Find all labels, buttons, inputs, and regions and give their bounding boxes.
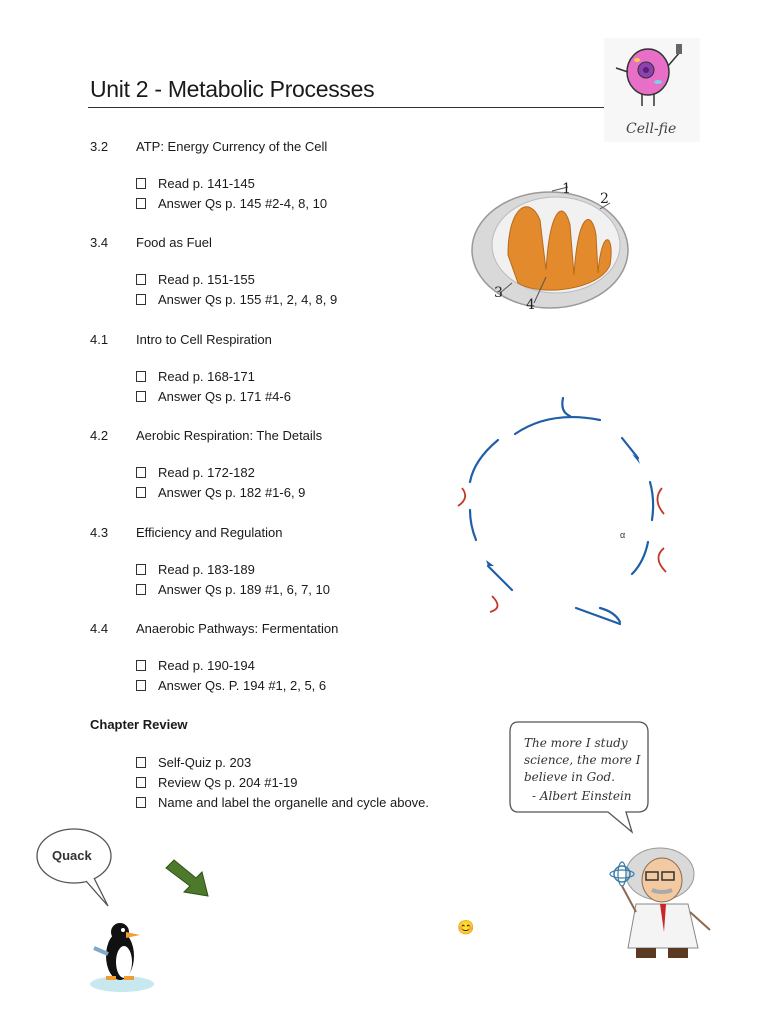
checkbox-icon[interactable] [136, 274, 146, 285]
task-label: Read p. 141-145 [158, 176, 255, 191]
task-item: Answer Qs p. 182 #1-6, 9 [136, 483, 305, 503]
cycle-mark: α [620, 530, 625, 540]
cycle-arc-top [513, 415, 602, 436]
checkbox-icon[interactable] [136, 757, 146, 768]
chapter-review-heading: Chapter Review [90, 717, 188, 732]
task-label: Read p. 183-189 [158, 562, 255, 577]
section-title: Efficiency and Regulation [136, 525, 283, 540]
task-label: Read p. 151-155 [158, 272, 255, 287]
mito-label-3: 3 [494, 285, 503, 301]
mitochondrion-diagram: 1 2 3 4 [471, 181, 629, 313]
task-label: Read p. 168-171 [158, 369, 255, 384]
section-title: Aerobic Respiration: The Details [136, 428, 323, 443]
checkbox-icon[interactable] [136, 198, 146, 209]
task-item: Self-Quiz p. 203 [136, 753, 429, 773]
task-label: Read p. 190-194 [158, 658, 255, 673]
mito-label-4: 4 [526, 297, 535, 313]
penguin-cartoon [90, 923, 154, 992]
section-number: 4.1 [90, 332, 109, 347]
section-number: 4.3 [90, 525, 109, 540]
page-title: Unit 2 - Metabolic Processes [90, 76, 375, 102]
task-label: Answer Qs p. 189 #1, 6, 7, 10 [158, 582, 330, 597]
task-label: Answer Qs. P. 194 #1, 2, 5, 6 [158, 678, 327, 693]
task-item: Read p. 172-182 [136, 463, 305, 483]
task-item: Answer Qs p. 145 #2-4, 8, 10 [136, 194, 327, 214]
checkbox-icon[interactable] [136, 178, 146, 189]
quote-line-3: believe in God. [524, 770, 615, 784]
section-title: ATP: Energy Currency of the Cell [136, 139, 328, 154]
checkbox-icon[interactable] [136, 797, 146, 808]
quote-attribution: - Albert Einstein [532, 789, 632, 803]
cellfie-caption: Cell-fie [626, 121, 676, 137]
task-label: Answer Qs p. 171 #4-6 [158, 389, 291, 404]
checkbox-icon[interactable] [136, 487, 146, 498]
section-number: 3.2 [90, 139, 109, 154]
checkbox-icon[interactable] [136, 294, 146, 305]
checkbox-icon[interactable] [136, 660, 146, 671]
atom-icon [613, 865, 631, 883]
cycle-diagram: α [457, 396, 667, 626]
task-item: Read p. 190-194 [136, 656, 326, 676]
task-item: Read p. 141-145 [136, 174, 327, 194]
smiley-icon: 😊 [457, 919, 475, 935]
checkbox-icon[interactable] [136, 777, 146, 788]
quote-bubble: The more I study science, the more I bel… [509, 721, 649, 834]
task-item: Answer Qs p. 155 #1, 2, 4, 8, 9 [136, 290, 337, 310]
einstein-cartoon [609, 847, 711, 958]
task-item: Answer Qs p. 171 #4-6 [136, 387, 291, 407]
quote-line-1: The more I study [524, 736, 628, 750]
section-number: 3.4 [90, 235, 109, 250]
quack-text: Quack [52, 848, 93, 863]
section-number: 4.4 [90, 621, 109, 636]
checkbox-icon[interactable] [136, 680, 146, 691]
green-arrow-icon [165, 859, 209, 897]
task-item: Answer Qs p. 189 #1, 6, 7, 10 [136, 580, 330, 600]
task-item: Read p. 151-155 [136, 270, 337, 290]
task-item: Read p. 183-189 [136, 560, 330, 580]
task-label: Review Qs p. 204 #1-19 [158, 775, 298, 790]
section-title: Anaerobic Pathways: Fermentation [136, 621, 339, 636]
task-item: Read p. 168-171 [136, 367, 291, 387]
checkbox-icon[interactable] [136, 584, 146, 595]
task-item: Review Qs p. 204 #1-19 [136, 773, 429, 793]
title-underline [88, 107, 680, 108]
mito-label-1: 1 [562, 181, 571, 197]
task-label: Answer Qs p. 182 #1-6, 9 [158, 485, 306, 500]
checkbox-icon[interactable] [136, 564, 146, 575]
task-item: Answer Qs. P. 194 #1, 2, 5, 6 [136, 676, 326, 696]
mito-label-2: 2 [600, 191, 609, 207]
quack-bubble: Quack [36, 828, 112, 907]
task-label: Name and label the organelle and cycle a… [158, 795, 430, 810]
task-item: Name and label the organelle and cycle a… [136, 793, 429, 813]
task-label: Self-Quiz p. 203 [158, 755, 252, 770]
checkbox-icon[interactable] [136, 467, 146, 478]
quote-line-2: science, the more I [524, 753, 641, 767]
checkbox-icon[interactable] [136, 371, 146, 382]
checkbox-icon[interactable] [136, 391, 146, 402]
task-label: Read p. 172-182 [158, 465, 255, 480]
section-title: Food as Fuel [136, 235, 212, 250]
cellfie-illustration: Cell-fie [604, 38, 700, 142]
section-number: 4.2 [90, 428, 109, 443]
section-title: Intro to Cell Respiration [136, 332, 272, 347]
task-label: Answer Qs p. 145 #2-4, 8, 10 [158, 196, 328, 211]
task-label: Answer Qs p. 155 #1, 2, 4, 8, 9 [158, 292, 338, 307]
